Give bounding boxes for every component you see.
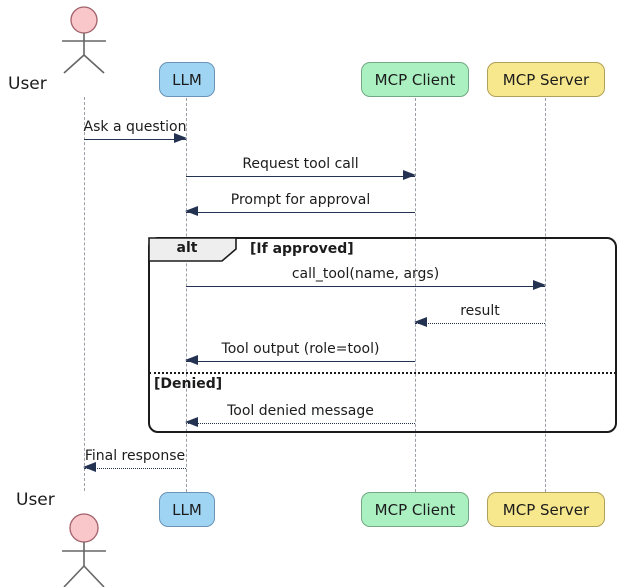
arrow-left-icon <box>83 462 186 473</box>
arrow-left-icon <box>414 317 545 328</box>
message-label: Prompt for approval <box>230 192 371 208</box>
arrow-right-icon <box>186 280 546 291</box>
alt-operator-label: alt <box>176 240 198 256</box>
participant-llm-top: LLM <box>159 62 215 97</box>
participant-mcp-server-bottom: MCP Server <box>487 492 605 527</box>
alt-fragment-frame: alt [If approved] [Denied] <box>148 237 617 433</box>
lifeline-mcp-client <box>415 98 416 492</box>
message-label: Tool output (role=tool) <box>221 341 380 357</box>
message-ask-a-question: Ask a question <box>83 118 187 144</box>
message-label: result <box>460 303 500 319</box>
participant-mcp-client-bottom: MCP Client <box>361 492 469 527</box>
message-tool-denied: Tool denied message <box>185 402 415 428</box>
arrow-right-icon <box>186 170 416 181</box>
alt-divider <box>149 372 616 374</box>
actor-user-top-label: User <box>8 74 47 94</box>
message-label: Tool denied message <box>227 403 374 419</box>
actor-user-bottom-label: User <box>16 490 55 510</box>
stick-figure-icon <box>62 513 106 587</box>
lifeline-mcp-server <box>545 98 546 492</box>
alt-condition-if-approved: [If approved] <box>250 241 354 257</box>
participant-mcp-client-top: MCP Client <box>361 62 469 97</box>
message-label: Request tool call <box>242 156 359 172</box>
message-call-tool: call_tool(name, args) <box>186 265 546 291</box>
participant-mcp-server-top: MCP Server <box>487 62 605 97</box>
alt-condition-denied: [Denied] <box>154 376 223 392</box>
arrow-left-icon <box>185 417 415 428</box>
message-request-tool-call: Request tool call <box>186 155 416 181</box>
arrow-left-icon <box>185 355 415 366</box>
message-label: Final response <box>84 448 186 464</box>
lifeline-user <box>84 97 85 491</box>
actor-user-top <box>52 4 116 74</box>
participant-llm-bottom: LLM <box>159 492 215 527</box>
alt-operator-tab <box>148 237 237 262</box>
actor-user-bottom <box>52 509 116 587</box>
arrow-right-icon <box>84 133 187 144</box>
message-tool-output: Tool output (role=tool) <box>185 340 415 366</box>
message-label: Ask a question <box>83 119 187 135</box>
message-label: call_tool(name, args) <box>291 266 440 282</box>
arrow-left-icon <box>185 206 415 217</box>
stick-figure-icon <box>62 6 106 74</box>
lifeline-llm <box>186 98 187 492</box>
message-prompt-for-approval: Prompt for approval <box>185 191 415 217</box>
message-final-response: Final response <box>83 447 186 473</box>
message-result: result <box>414 302 545 328</box>
